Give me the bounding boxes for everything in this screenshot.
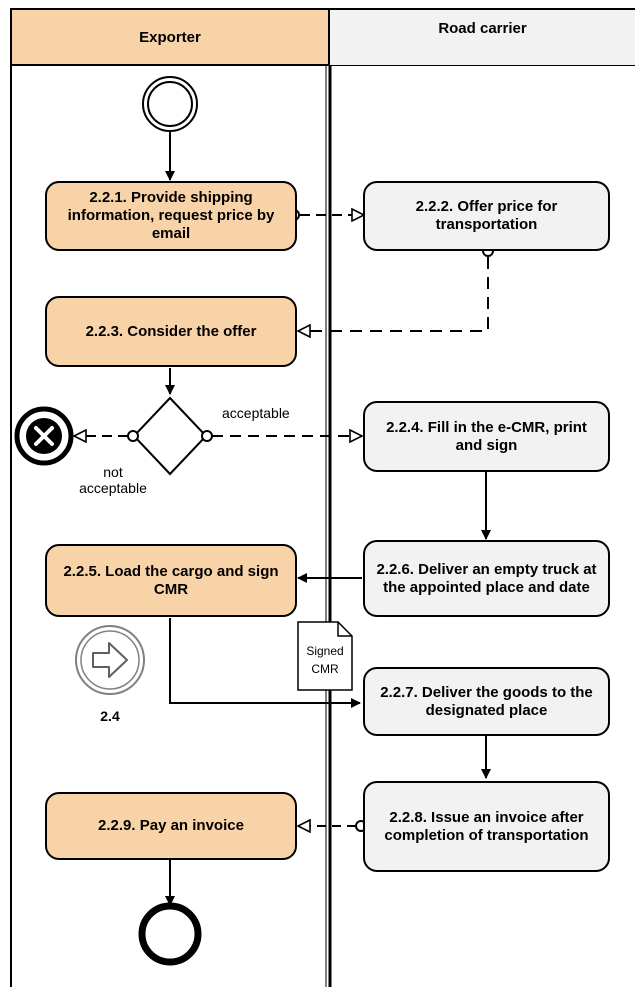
cancel-x-icon — [34, 426, 54, 446]
task-2-2-5: 2.2.5. Load the cargo and sign CMR — [45, 544, 297, 617]
message-flow-origin — [127, 430, 139, 442]
lane-header-road-carrier: Road carrier — [330, 8, 635, 66]
link-event-inner — [80, 630, 140, 690]
lane-title-road-carrier: Road carrier — [438, 20, 527, 37]
task-label: 2.2.9. Pay an invoice — [98, 817, 244, 834]
task-label: 2.2.6. Deliver an empty truck at the app… — [376, 560, 597, 596]
start-event-outer — [142, 76, 198, 132]
exclusive-gateway — [132, 396, 208, 476]
lane-header-exporter: Exporter — [10, 8, 330, 66]
start-event-inner — [147, 81, 193, 127]
document-label-line1: Signed — [306, 644, 344, 658]
document-fold — [337, 622, 352, 637]
arrow-right-icon — [92, 642, 128, 678]
message-flow-origin — [201, 430, 213, 442]
flow-225-to-227 — [169, 618, 361, 708]
task-label: 2.2.1. Provide shipping information, req… — [67, 189, 275, 242]
task-2-2-1: 2.2.1. Provide shipping information, req… — [45, 181, 297, 251]
gateway-label-not-acceptable: not acceptable — [79, 464, 147, 496]
signed-cmr-document — [297, 621, 353, 691]
task-2-2-7: 2.2.7. Deliver the goods to the designat… — [363, 667, 610, 736]
link-event-label: 2.4 — [100, 708, 120, 724]
lane-title-exporter: Exporter — [139, 28, 201, 46]
end-event — [138, 902, 202, 966]
task-2-2-4: 2.2.4. Fill in the e-CMR, print and sign — [363, 401, 610, 472]
task-2-2-8: 2.2.8. Issue an invoice after completion… — [363, 781, 610, 872]
document-label-line2: CMR — [311, 662, 339, 676]
task-label: 2.2.4. Fill in the e-CMR, print and sign — [386, 418, 587, 454]
task-label: 2.2.3. Consider the offer — [85, 322, 257, 340]
task-label: 2.2.5. Load the cargo and sign CMR — [63, 562, 279, 598]
task-2-2-2: 2.2.2. Offer price for transportation — [363, 181, 610, 251]
task-label: 2.2.8. Issue an invoice after completion… — [384, 808, 589, 844]
task-2-2-6: 2.2.6. Deliver an empty truck at the app… — [363, 540, 610, 617]
message-flow-222-to-223 — [298, 257, 489, 331]
task-2-2-9: 2.2.9. Pay an invoice — [45, 792, 297, 860]
task-label: 2.2.7. Deliver the goods to the designat… — [380, 683, 593, 719]
task-label: 2.2.2. Offer price for transportation — [415, 198, 558, 233]
task-2-2-3: 2.2.3. Consider the offer — [45, 296, 297, 367]
gateway-label-acceptable: acceptable — [222, 405, 290, 421]
